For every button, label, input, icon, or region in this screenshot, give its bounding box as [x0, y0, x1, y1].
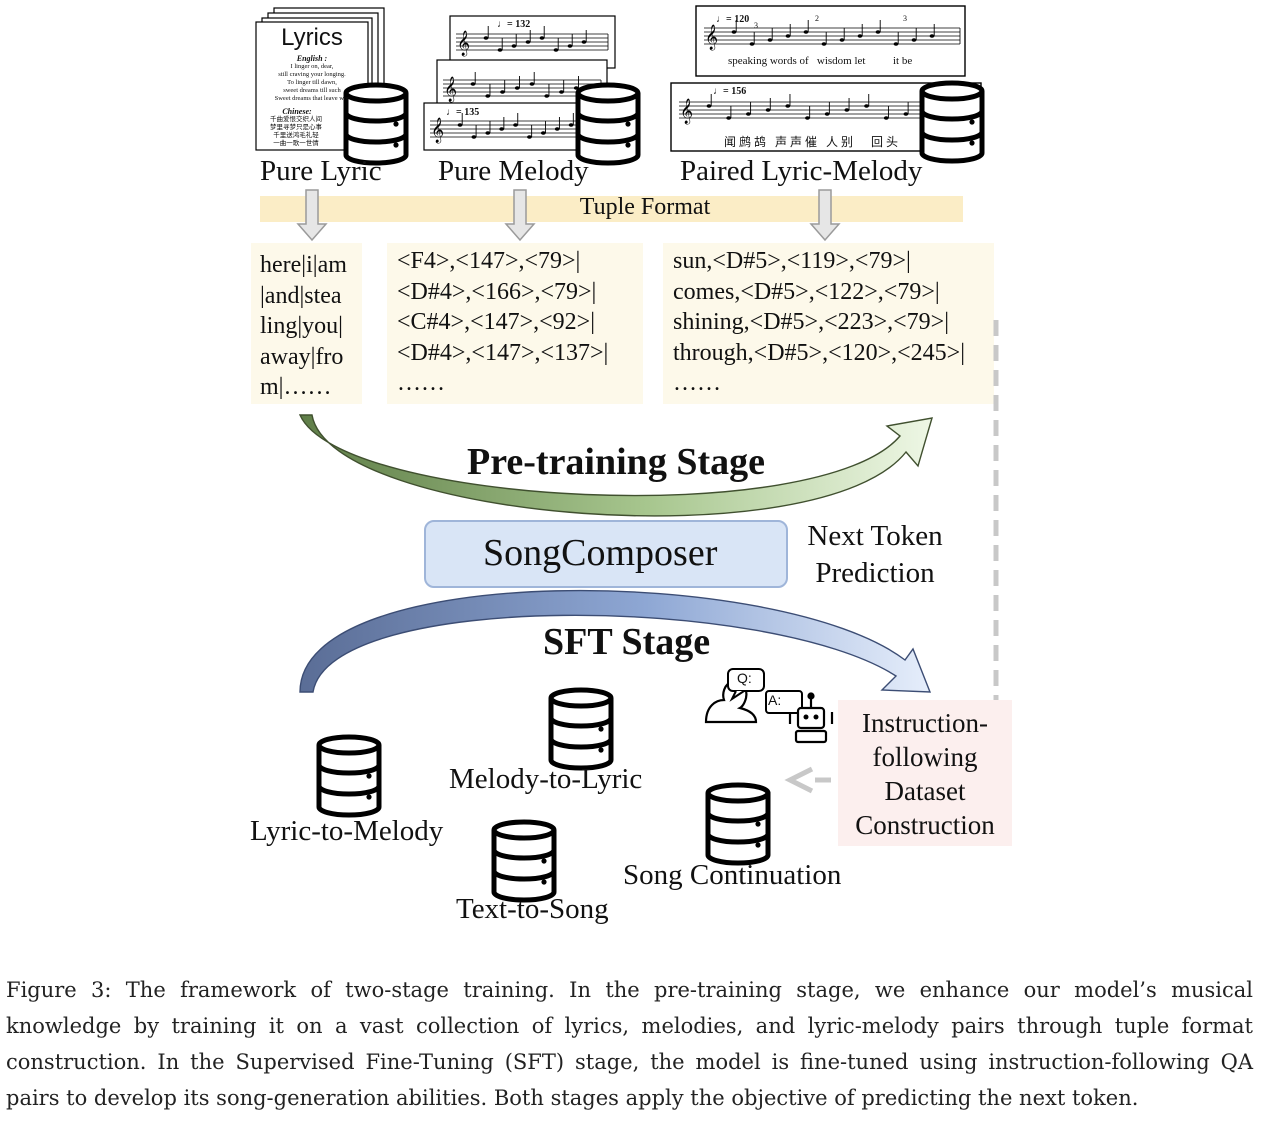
tempo-marking: ♩= 135 — [446, 107, 480, 118]
database-icon — [578, 85, 638, 163]
chinese-lyric-line: 千曲爱恨交织人间 — [270, 116, 322, 123]
melody-tuple-box — [387, 243, 643, 404]
english-lyric-line: sweet dreams till such — [283, 87, 341, 94]
lyrics-document-stack — [255, 7, 385, 151]
dataset-line: Dataset — [884, 776, 966, 806]
triplet-mark: 3 — [754, 21, 758, 30]
robot-icon — [788, 692, 834, 744]
english-lyric-line: still craving your longing. — [278, 71, 346, 78]
svg-text:𝄞: 𝄞 — [705, 24, 718, 50]
objective-label: Next Token Prediction — [796, 518, 954, 592]
chinese-lyric-line: 一曲一歌一世情 — [273, 140, 319, 147]
triplet-mark: 3 — [903, 14, 907, 23]
database-icon — [551, 690, 611, 768]
paired-tuple-line: …… — [673, 370, 721, 396]
lyric-tuple-line: m|…… — [260, 374, 332, 400]
lyric-tuple-line: here|i|am — [260, 252, 347, 278]
paired-tuple-line: through,<D#5>,<120>,<245>| — [673, 339, 966, 366]
database-icon — [319, 737, 379, 815]
english-lyric-line: I linger on, dear, — [290, 63, 334, 70]
chinese-lyric-line: 梦里寻梦只是心事 — [270, 124, 322, 131]
melody-tuple-line: <C#4>,<147>,<92>| — [397, 309, 596, 335]
pure-melody-label: Pure Melody — [438, 155, 589, 187]
arrow-left-icon — [784, 766, 814, 794]
dataset-construction-box — [838, 700, 1012, 846]
model-name: SongComposer — [483, 532, 718, 574]
tuple-format-label: Tuple Format — [579, 194, 711, 220]
chinese-heading: Chinese: — [282, 107, 312, 116]
lyric-tuple-line: |and|stea — [260, 282, 342, 309]
lyric-tuple-box — [251, 243, 362, 404]
database-icon — [494, 822, 554, 900]
melody-tuple-line: …… — [397, 370, 445, 396]
task-melody-to-lyric: Melody-to-Lyric — [449, 763, 643, 795]
svg-text:𝄞: 𝄞 — [444, 76, 457, 102]
tuple-format-band — [260, 196, 963, 222]
chinese-lyric-line: 千里送鸿毛礼轻 — [273, 132, 319, 139]
paired-chinese-lyrics: 闻 鹧 鸪 声 声 催 人 别 回 头 — [724, 135, 899, 149]
english-lyric-line: To linger till dawn, — [287, 79, 337, 86]
speech-bubble-icon — [727, 668, 803, 714]
melody-tuple-line: <D#4>,<166>,<79>| — [397, 278, 597, 305]
dataset-line: following — [872, 742, 978, 772]
paired-lyric-melody-label: Paired Lyric-Melody — [680, 155, 923, 187]
objective-line: Next Token — [807, 520, 943, 552]
lyric-tuple-text: here|i|am |and|stea ling|you| away|fro m|…… — [260, 250, 347, 403]
melody-tuple-line: <F4>,<147>,<79>| — [397, 248, 581, 274]
paired-tuple-box — [663, 243, 994, 404]
sft-stage-title: SFT Stage — [543, 621, 711, 663]
objective-line: Prediction — [815, 557, 935, 589]
lyrics-doc-title: Lyrics — [281, 24, 343, 51]
pretraining-stage-title: Pre-training Stage — [467, 441, 765, 483]
curved-arrow-icon — [298, 414, 933, 517]
task-lyric-to-melody: Lyric-to-Melody — [250, 815, 444, 847]
dataset-line: Instruction- — [862, 708, 988, 738]
english-lyric-line: Sweet dreams that leave wor — [274, 95, 350, 102]
paired-tuple-text: sun,<D#5>,<119>,<79>| comes,<D#5>,<122>,<… — [673, 246, 965, 399]
lyrics-document: Lyrics English : I linger on, dear,still… — [256, 22, 368, 148]
dataset-line: Construction — [855, 810, 995, 840]
triplet-mark: 2 — [815, 14, 819, 23]
songcomposer-model-box — [424, 520, 788, 588]
paired-tuple-line: shining,<D#5>,<223>,<79>| — [673, 309, 950, 335]
database-icon — [708, 785, 768, 863]
arrow-down-icon — [809, 189, 841, 242]
svg-text:𝄞: 𝄞 — [457, 30, 470, 56]
task-text-to-song: Text-to-Song — [456, 893, 609, 925]
lyric-tuple-line: away|fro — [260, 343, 344, 370]
figure-caption: Figure 3: The framework of two-stage tra… — [6, 978, 1253, 1110]
tempo-marking: ♩= 120 — [716, 14, 750, 25]
melody-tuple-line: <D#4>,<147>,<137>| — [397, 339, 609, 366]
answer-bubble-label: A: — [768, 692, 782, 708]
arrow-down-icon — [296, 189, 328, 242]
database-icon — [922, 83, 982, 161]
english-heading: English : — [296, 54, 328, 63]
svg-text:𝄞: 𝄞 — [431, 117, 444, 143]
task-song-continuation: Song Continuation — [623, 859, 842, 891]
pure-lyric-label: Pure Lyric — [260, 155, 382, 187]
paired-tuple-line: sun,<D#5>,<119>,<79>| — [673, 248, 911, 274]
question-bubble-label: Q: — [737, 670, 752, 686]
paired-tuple-line: comes,<D#5>,<122>,<79>| — [673, 278, 940, 305]
arrow-down-icon — [504, 189, 536, 242]
dataset-construction-label: Instruction- following Dataset Construct… — [838, 706, 1012, 842]
melody-tuple-text: <F4>,<147>,<79>| <D#4>,<166>,<79>| <C#4>,<… — [397, 246, 608, 399]
tempo-marking: ♩= 156 — [713, 86, 747, 97]
lyric-tuple-line: ling|you| — [260, 313, 343, 339]
svg-text:𝄞: 𝄞 — [680, 98, 693, 124]
paired-english-lyrics: speaking words of wisdom let it be — [728, 55, 913, 67]
curved-arrow-icon — [299, 589, 932, 693]
tempo-marking: ♩= 132 — [497, 19, 531, 30]
